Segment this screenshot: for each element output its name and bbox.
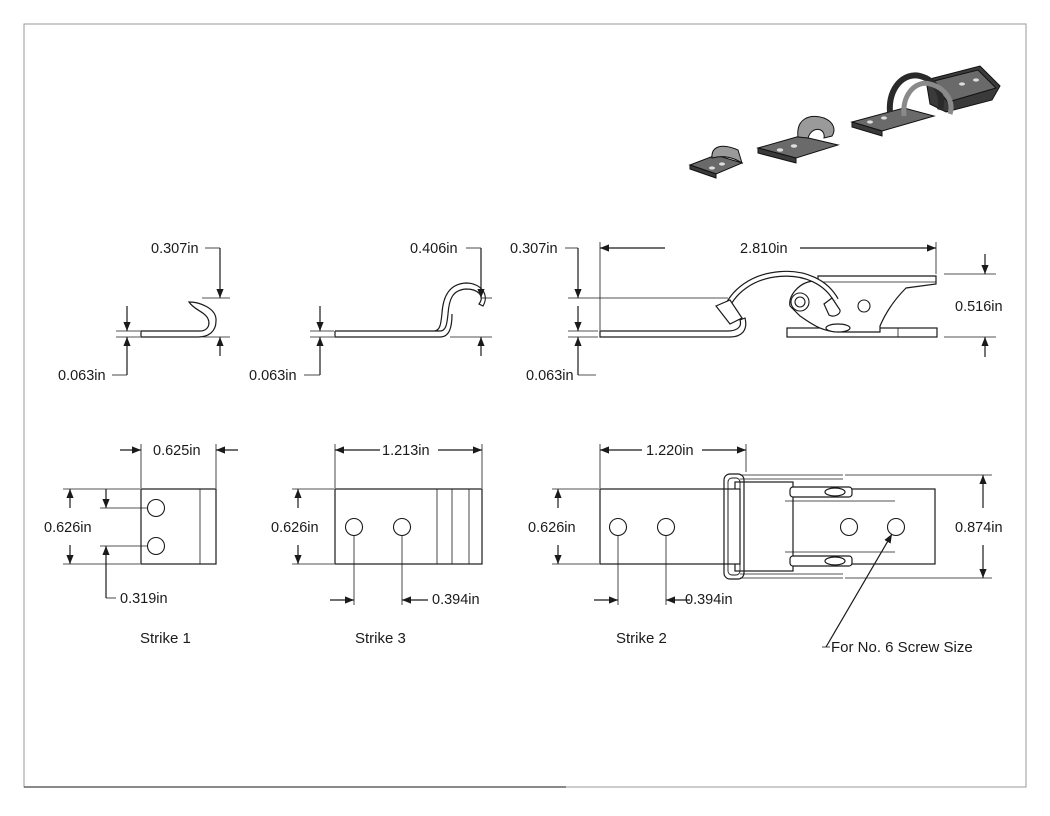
top-view-strike-1: 0.625in 0.626in 0.319in Strike 1 xyxy=(44,443,238,647)
dim-s3-hook-height: 0.406in xyxy=(410,241,458,257)
dim-s1-width: 0.626in xyxy=(44,520,92,536)
dim-s3-width: 0.626in xyxy=(271,520,319,536)
note-screw-size: For No. 6 Screw Size xyxy=(831,639,973,656)
side-view-latch: 2.810in 0.307in 0.063in 0.516in xyxy=(510,241,1003,384)
dim-s2-width: 0.626in xyxy=(528,520,576,536)
caption-strike-1: Strike 1 xyxy=(140,630,191,647)
caption-strike-2: Strike 2 xyxy=(616,630,667,647)
dim-s2-hole-spacing: 0.394in xyxy=(685,592,733,608)
dim-latch-height: 0.516in xyxy=(955,299,1003,315)
caption-strike-3: Strike 3 xyxy=(355,630,406,647)
isometric-preview xyxy=(688,65,1001,179)
dim-s1-hook-height: 0.307in xyxy=(151,241,199,257)
iso-latch xyxy=(850,65,1001,137)
dim-s2-length: 1.220in xyxy=(646,443,694,459)
sheet-border xyxy=(23,23,1027,788)
dim-s1-length: 0.625in xyxy=(153,443,201,459)
dim-latch-hook-height: 0.307in xyxy=(510,241,558,257)
dim-s1-thickness: 0.063in xyxy=(58,368,106,384)
iso-strike-1 xyxy=(688,145,744,179)
top-view-strike-3: 1.213in 0.626in 0.394in Strike 3 xyxy=(271,443,483,647)
side-view-strike-3: 0.406in 0.063in xyxy=(249,241,492,384)
dim-s3-thickness: 0.063in xyxy=(249,368,297,384)
side-view-strike-1: 0.307in 0.063in xyxy=(58,241,230,384)
dim-latch-thickness: 0.063in xyxy=(526,368,574,384)
top-view-strike-2-latch: 1.220in 0.626in 0.394in 0.874in For No. … xyxy=(528,443,1003,656)
iso-strike-3 xyxy=(756,115,840,164)
dim-s1-hole-spacing: 0.319in xyxy=(120,591,168,607)
dim-latch-length: 2.810in xyxy=(740,241,788,257)
dim-s3-length: 1.213in xyxy=(382,443,430,459)
dim-latch-width: 0.874in xyxy=(955,520,1003,536)
dim-s3-hole-spacing: 0.394in xyxy=(432,592,480,608)
